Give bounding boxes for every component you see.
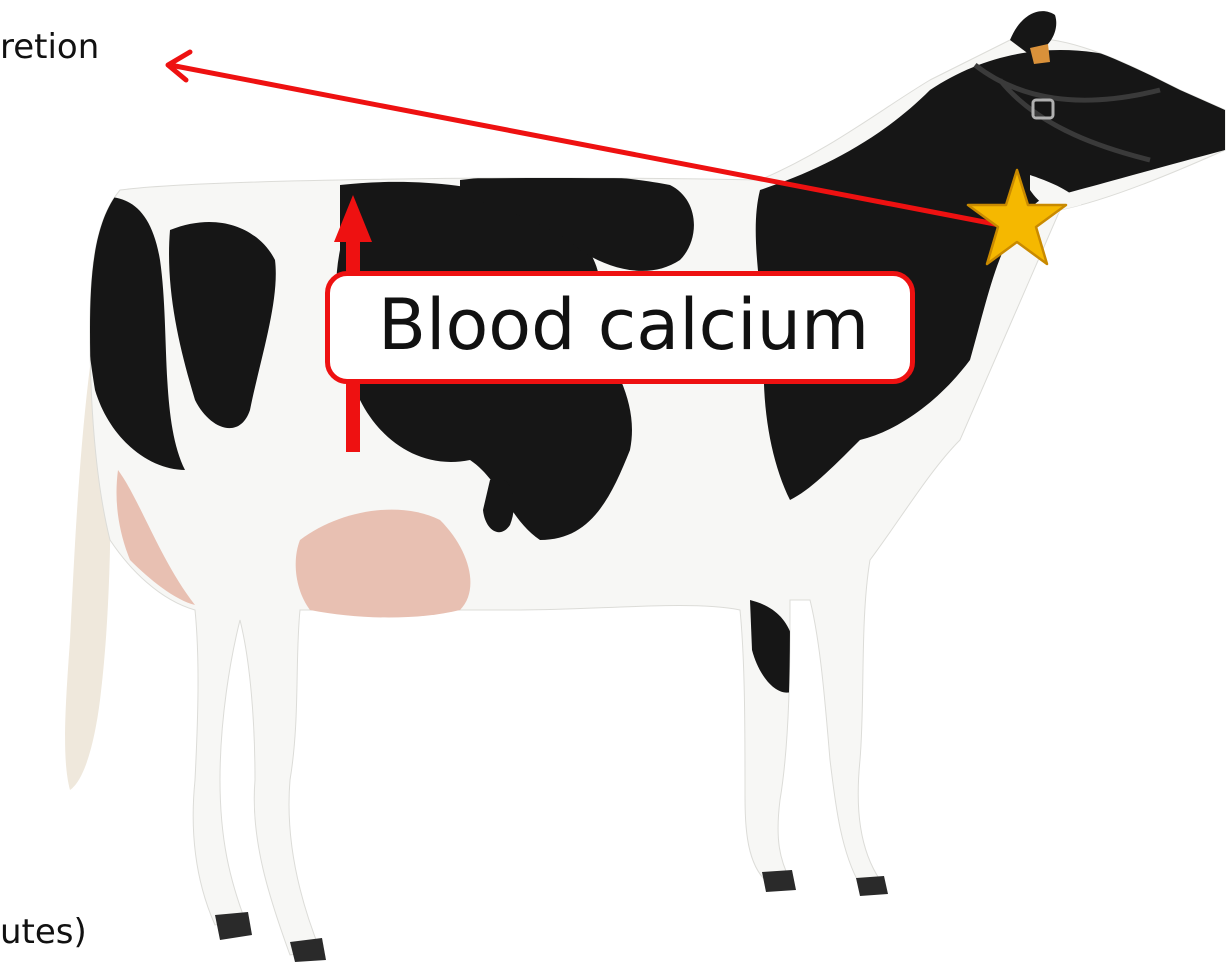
blood-calcium-callout: Blood calcium bbox=[325, 271, 915, 384]
cow-hoof bbox=[856, 876, 888, 896]
secretion-label: retion bbox=[0, 30, 99, 64]
cow-hoof bbox=[762, 870, 796, 892]
cow-hoof bbox=[290, 938, 326, 962]
callout-label: Blood calcium bbox=[378, 290, 869, 360]
cow-hoof bbox=[215, 912, 252, 940]
minutes-label: utes) bbox=[0, 915, 87, 949]
